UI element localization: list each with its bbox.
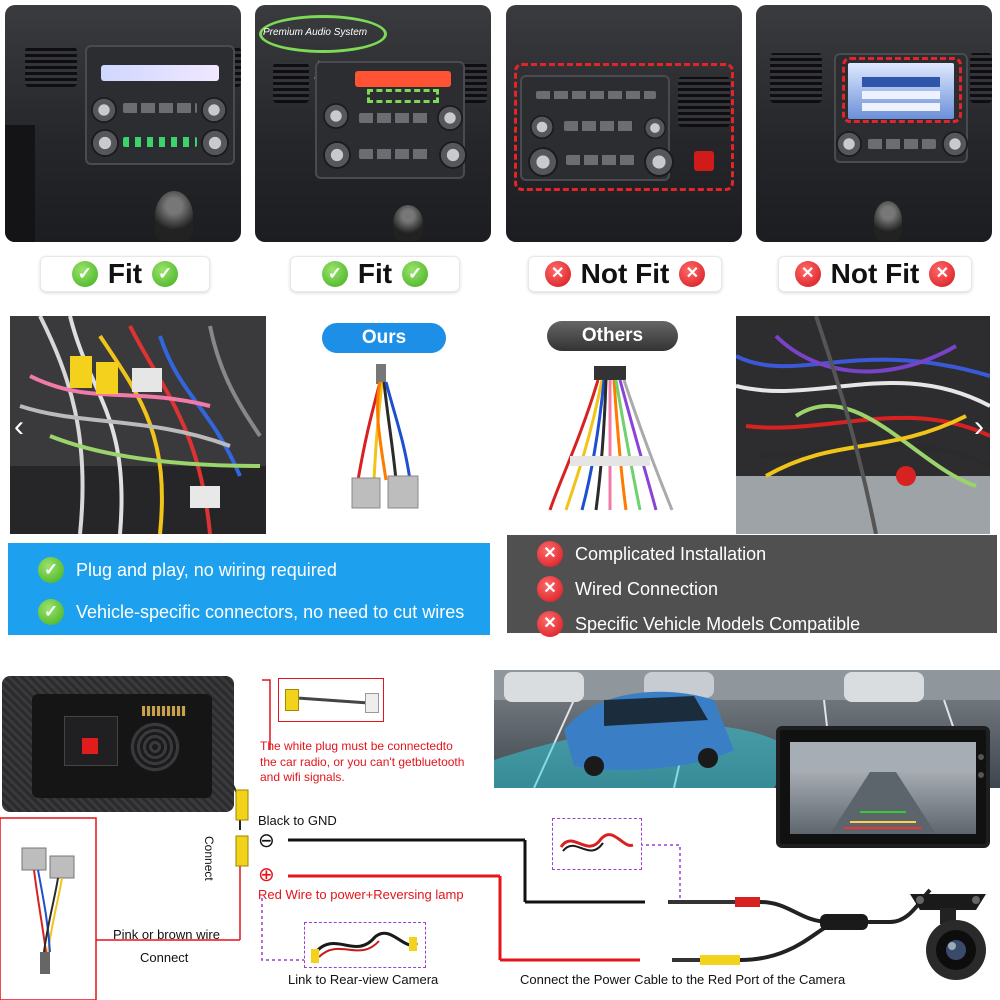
pink-wire-label: Pink or brown wire <box>113 927 220 942</box>
others-point: Complicated Installation <box>575 543 767 564</box>
ours-point: Plug and play, no wiring required <box>76 559 337 580</box>
white-plug-note-line2: the car radio, or you can't getbluetooth <box>260 755 465 769</box>
power-cable-label: Connect the Power Cable to the Red Port … <box>520 972 846 987</box>
check-icon: ✓ <box>38 557 64 583</box>
not-fit-badge-2: ✕ Not Fit ✕ <box>778 256 972 292</box>
x-icon: ✕ <box>537 541 563 567</box>
radio-harness-image <box>8 842 88 988</box>
dashboard-photo-fit-2: Premium Audio System <box>255 5 491 242</box>
head-unit-screen <box>776 726 990 848</box>
white-plug-note-line1: The white plug must be connectedto <box>260 739 453 753</box>
rear-camera-image <box>900 880 996 984</box>
dashboard-photo-fit-1 <box>5 5 241 242</box>
x-icon: ✕ <box>544 261 571 287</box>
connect-vertical-label: Connect <box>202 836 216 881</box>
check-icon: ✓ <box>152 261 179 287</box>
red-wire-label: Red Wire to power+Reversing lamp <box>258 887 464 902</box>
ours-point: Vehicle-specific connectors, no need to … <box>76 601 465 622</box>
x-icon: ✕ <box>794 261 821 287</box>
badge-label: Not Fit <box>830 258 920 289</box>
others-drawbacks-panel: ✕ Complicated Installation ✕ Wired Conne… <box>507 535 997 637</box>
ours-benefits-panel: ✓ Plug and play, no wiring required ✓ Ve… <box>8 543 490 635</box>
check-icon: ✓ <box>321 261 348 287</box>
not-fit-badge-1: ✕ Not Fit ✕ <box>528 256 722 292</box>
link-camera-label: Link to Rear-view Camera <box>288 972 439 987</box>
dashboard-photo-notfit-1 <box>506 5 742 242</box>
connect-label: Connect <box>140 950 189 965</box>
dashboard-photo-notfit-2 <box>756 5 992 242</box>
others-label: Others <box>547 321 678 351</box>
fit-badge-1: ✓ Fit ✓ <box>40 256 210 292</box>
white-plug-cable <box>278 678 384 722</box>
x-icon: ✕ <box>537 576 563 602</box>
power-cable-image <box>552 818 642 870</box>
white-plug-note-line3: and wifi signals. <box>260 770 345 784</box>
x-icon: ✕ <box>537 611 563 637</box>
photo-overlay-text: Premium Audio System <box>263 27 368 38</box>
plus-icon: ⊕ <box>258 864 275 886</box>
check-icon: ✓ <box>402 261 429 287</box>
minus-icon: ⊖ <box>258 830 275 852</box>
carousel-prev-arrow[interactable]: ‹ <box>14 410 24 443</box>
others-point: Wired Connection <box>575 578 719 599</box>
badge-label: Fit <box>357 258 393 289</box>
check-icon: ✓ <box>38 599 64 625</box>
messy-wiring-photo: › <box>736 316 990 534</box>
carousel-next-arrow[interactable]: › <box>974 410 984 443</box>
rear-view-cable-image <box>304 922 426 968</box>
others-point: Specific Vehicle Models Compatible <box>575 613 861 634</box>
wiring-lines <box>0 679 932 1000</box>
badge-label: Fit <box>107 258 143 289</box>
ours-harness-image <box>330 360 440 520</box>
check-icon: ✓ <box>71 261 98 287</box>
badge-label: Not Fit <box>580 258 670 289</box>
head-unit-back <box>2 676 234 812</box>
black-to-gnd-label: Black to GND <box>258 813 337 828</box>
installed-harness-photo: ‹ <box>10 316 266 534</box>
x-icon: ✕ <box>929 261 956 287</box>
ours-label: Ours <box>322 323 446 353</box>
parking-illustration <box>494 670 1000 788</box>
others-harness-image <box>540 360 680 520</box>
fit-badge-2: ✓ Fit ✓ <box>290 256 460 292</box>
x-icon: ✕ <box>679 261 706 287</box>
